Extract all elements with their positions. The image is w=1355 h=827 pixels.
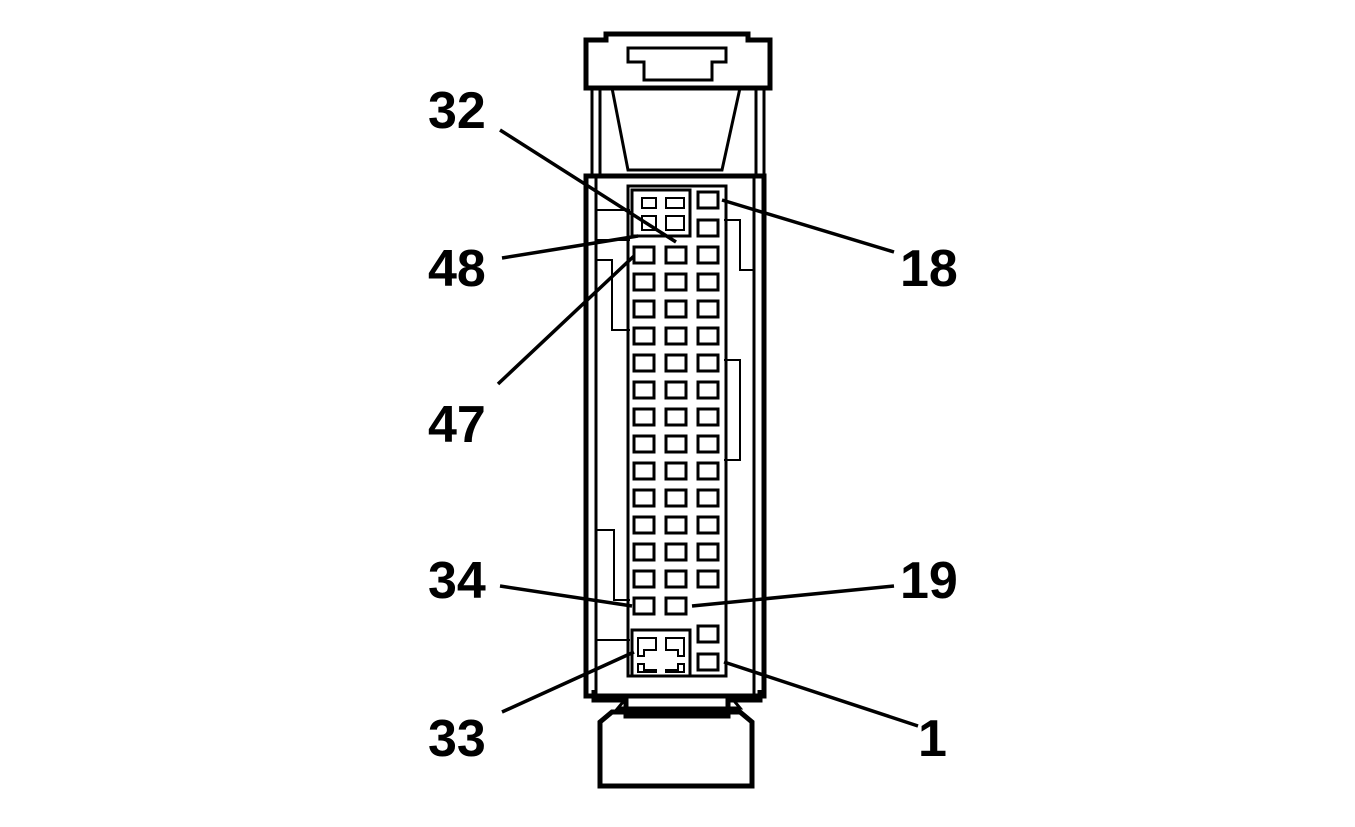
leader-line-47 [496,254,636,386]
pin-cavity [632,407,656,427]
pin-cavity [696,272,720,292]
connector-top-latch [583,31,773,91]
pin-cavity [664,326,688,346]
leader-line-48 [501,234,639,260]
pin-cavity [696,542,720,562]
pin-labels: 32 48 47 34 33 18 19 1 [428,82,958,768]
pin-cavity [664,299,688,319]
leader-line-32 [499,128,677,244]
leader-line-18 [721,198,895,254]
pin-cavity [696,190,720,210]
pin-cavity [696,461,720,481]
pin-label-47: 47 [428,396,486,454]
pin-cavity [664,569,688,589]
pin-cavity [664,434,688,454]
pin-cavity [696,245,720,265]
pin-label-1: 1 [918,710,947,768]
leader-line-1 [723,660,919,728]
pin-label-19: 19 [900,552,958,610]
leader-line-19 [691,584,895,608]
pin-cavity [664,407,688,427]
pin-cavity [632,434,656,454]
pin-cavity [696,407,720,427]
connector-body [583,173,767,699]
pin-cavity [664,596,688,616]
pin-cavity [664,488,688,508]
pin-cavity [696,218,720,238]
top-keying-block [630,188,692,238]
pin-cavity [696,488,720,508]
leader-line-33 [501,650,635,714]
pin-cavity [696,569,720,589]
pin-cavity [664,245,688,265]
leader-line-34 [499,584,633,608]
pin-cavity [632,245,656,265]
pin-cavity [696,299,720,319]
leader-lines [496,128,919,728]
pin-label-33: 33 [428,710,486,768]
pin-cavity [632,569,656,589]
pin-cavity [632,515,656,535]
pin-cavity [664,515,688,535]
bottom-keying-block [630,628,692,678]
pin-cavity [632,353,656,373]
pin-cavity [632,596,656,616]
pin-cavity [664,380,688,400]
pin-cavity [664,353,688,373]
pin-cavity [632,326,656,346]
pin-label-18: 18 [900,240,958,298]
pin-cavity [696,380,720,400]
pin-cavity [632,461,656,481]
pin-cavity [632,299,656,319]
pin-cavity-grid [632,190,720,672]
pin-label-48: 48 [428,240,486,298]
pin-cavity [696,326,720,346]
pin-cavity [696,515,720,535]
pin-cavity [696,434,720,454]
connector-neck [590,87,766,178]
pin-label-32: 32 [428,82,486,140]
pin-cavity [664,542,688,562]
pin-cavity [632,380,656,400]
pin-cavity [632,272,656,292]
pin-label-34: 34 [428,552,486,610]
pin-cavity [696,624,720,644]
pin-cavity [632,542,656,562]
pin-cavity [632,488,656,508]
pin-cavity [696,353,720,373]
pin-cavity [664,272,688,292]
pin-cavity [664,461,688,481]
connector-bottom-plug [591,690,763,789]
pin-cavity [696,652,720,672]
